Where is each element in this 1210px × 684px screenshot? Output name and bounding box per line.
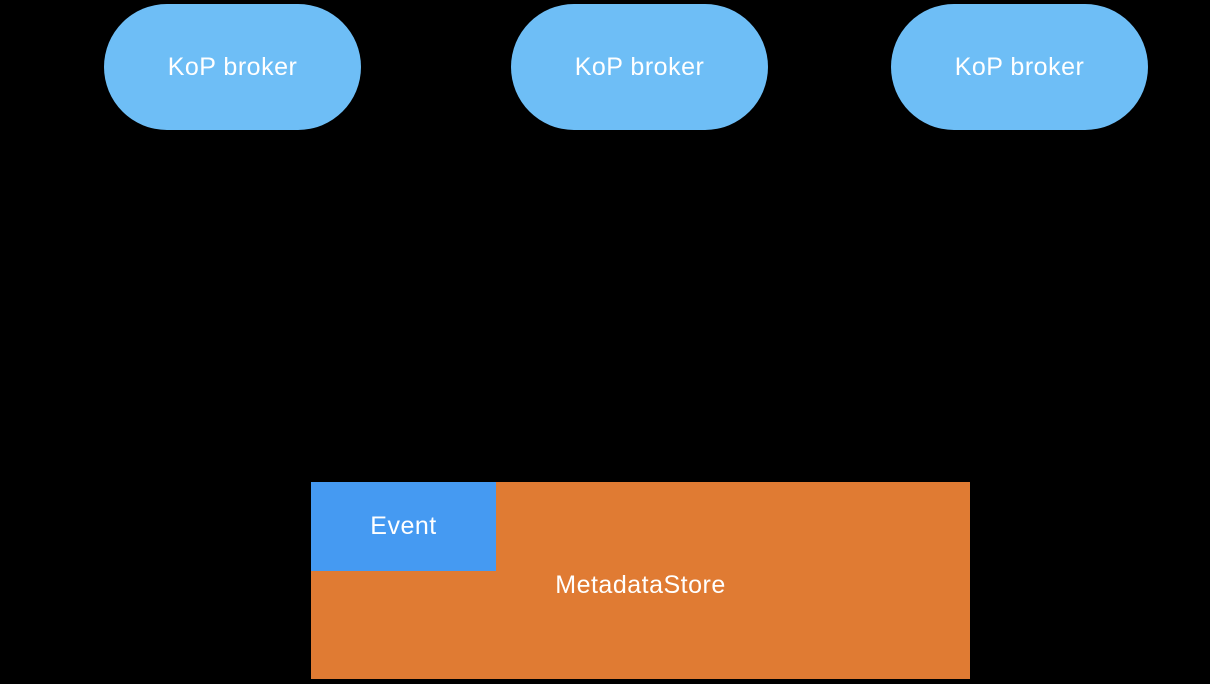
metadata-store-node: Event MetadataStore [311,482,970,679]
event-label: Event [370,512,437,540]
event-node: Event [311,482,496,571]
kop-broker-label-3: KoP broker [954,52,1085,81]
kop-broker-label-1: KoP broker [167,52,298,81]
metadata-store-label: MetadataStore [555,571,726,599]
kop-broker-label-2: KoP broker [574,52,705,81]
kop-broker-node-2: KoP broker [511,4,768,130]
kop-broker-node-1: KoP broker [104,4,361,130]
kop-broker-node-3: KoP broker [891,4,1148,130]
